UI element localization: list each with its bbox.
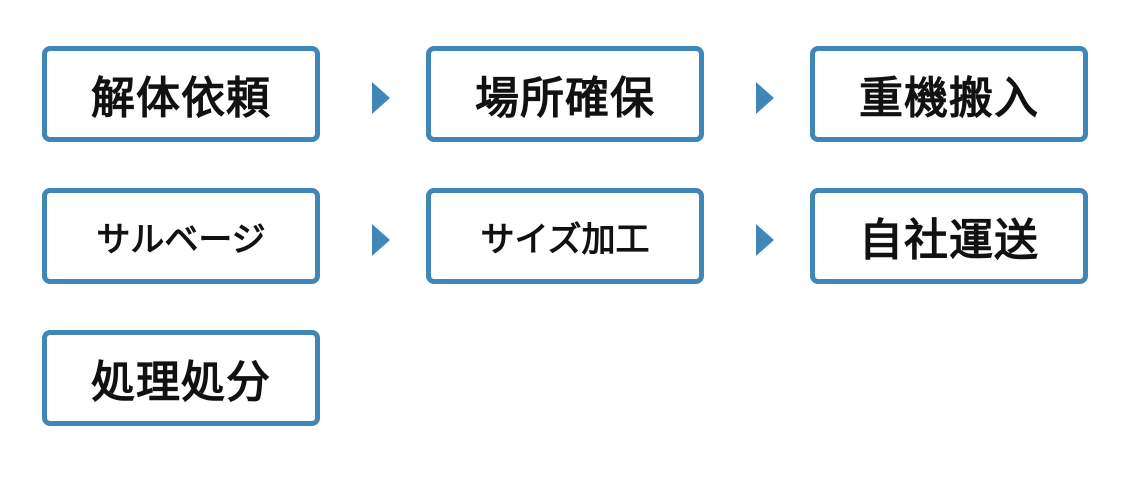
step-label: 場所確保 bbox=[475, 73, 655, 124]
step-heavy-machinery: 重機搬入 bbox=[810, 46, 1088, 142]
step-label: 自社運送 bbox=[859, 215, 1039, 266]
step-disposal: 処理処分 bbox=[42, 330, 320, 426]
arrow-right-icon bbox=[756, 82, 774, 114]
step-site-preparation: 場所確保 bbox=[426, 46, 704, 142]
step-in-house-transport: 自社運送 bbox=[810, 188, 1088, 284]
arrow-right-icon bbox=[756, 224, 774, 256]
arrow-right-icon bbox=[372, 82, 390, 114]
step-label: サイズ加工 bbox=[480, 219, 650, 260]
step-salvage: サルベージ bbox=[42, 188, 320, 284]
step-label: 解体依頼 bbox=[91, 73, 271, 124]
step-label: 処理処分 bbox=[91, 357, 271, 408]
arrow-right-icon bbox=[372, 224, 390, 256]
step-label: サルベージ bbox=[96, 219, 266, 260]
step-dismantling-request: 解体依頼 bbox=[42, 46, 320, 142]
step-size-processing: サイズ加工 bbox=[426, 188, 704, 284]
step-label: 重機搬入 bbox=[859, 73, 1039, 124]
